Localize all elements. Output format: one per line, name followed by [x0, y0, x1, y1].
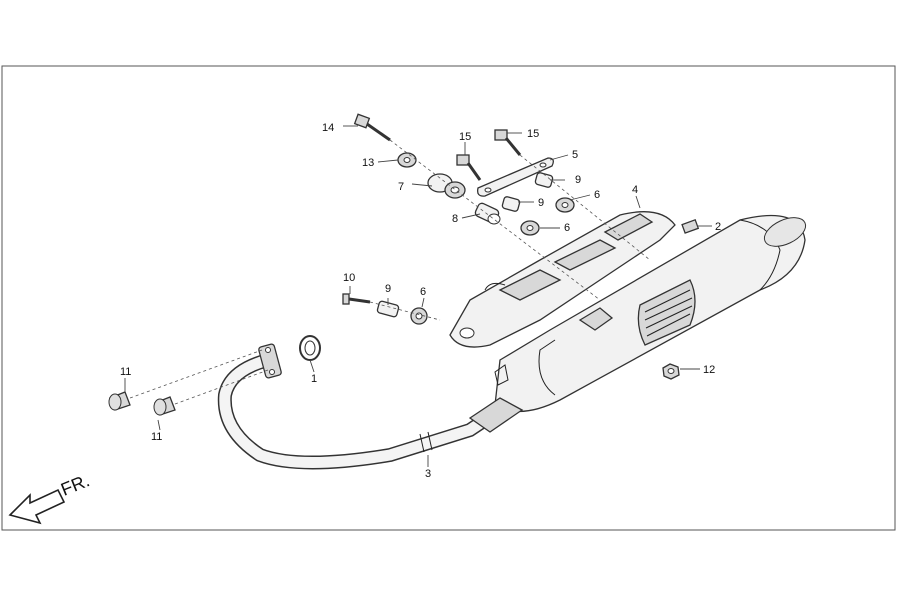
flange-nut-1 [108, 391, 131, 411]
rubber-6-middle [520, 220, 540, 236]
diagram-frame [1, 65, 896, 531]
callout-6-upper: 6 [594, 189, 600, 201]
heat-shield [449, 211, 676, 348]
bracket-plate-5 [477, 157, 554, 197]
washer-13 [397, 152, 417, 168]
bolt-15-left [456, 154, 482, 181]
callout-13: 13 [362, 157, 374, 169]
bolt-10 [342, 293, 371, 305]
muffler-vent-grille [637, 279, 696, 346]
muffler-bracket [494, 307, 614, 386]
assembly-axis-right [519, 154, 651, 261]
stud-axis-2 [174, 369, 269, 405]
exhaust-flange [258, 343, 282, 379]
exhaust-pipe [217, 353, 524, 470]
callout-12: 12 [703, 364, 715, 376]
callout-11-upper: 11 [120, 366, 131, 378]
leader-lines [124, 125, 712, 467]
callout-9-middle: 9 [538, 197, 544, 209]
clip-2 [681, 219, 700, 234]
callout-9-upper: 9 [575, 174, 581, 186]
callout-15-right: 15 [527, 128, 539, 140]
bolt-14 [353, 113, 391, 142]
callout-14: 14 [322, 122, 334, 134]
callout-2: 2 [715, 221, 721, 233]
callout-15-left: 15 [459, 131, 471, 143]
assembly-axis-lower [369, 301, 441, 321]
exhaust-gasket [299, 335, 321, 361]
rubber-6-lower [410, 307, 428, 325]
callout-6-lower: 6 [420, 286, 426, 298]
callout-5: 5 [572, 149, 578, 161]
callout-4: 4 [632, 184, 638, 196]
callout-labels: 1 2 3 4 5 6 6 6 7 8 9 9 9 10 11 11 12 13… [120, 122, 721, 480]
callout-10: 10 [343, 272, 355, 284]
collar-9-upper-right [534, 172, 554, 188]
callout-3: 3 [425, 468, 431, 480]
callout-8: 8 [452, 213, 458, 225]
front-arrow-icon [8, 488, 66, 525]
callout-7: 7 [398, 181, 404, 193]
assembly-axis-left [389, 139, 601, 301]
callout-6-middle: 6 [564, 222, 570, 234]
callout-11-lower: 11 [151, 431, 162, 443]
callout-1: 1 [311, 373, 317, 385]
bolt-15-right [494, 129, 522, 156]
flange-nut-2 [153, 396, 176, 416]
nut-12 [662, 363, 680, 380]
callout-9-lower: 9 [385, 283, 391, 295]
collar-9-middle [501, 196, 521, 212]
rubber-6-upper-right [555, 197, 575, 213]
